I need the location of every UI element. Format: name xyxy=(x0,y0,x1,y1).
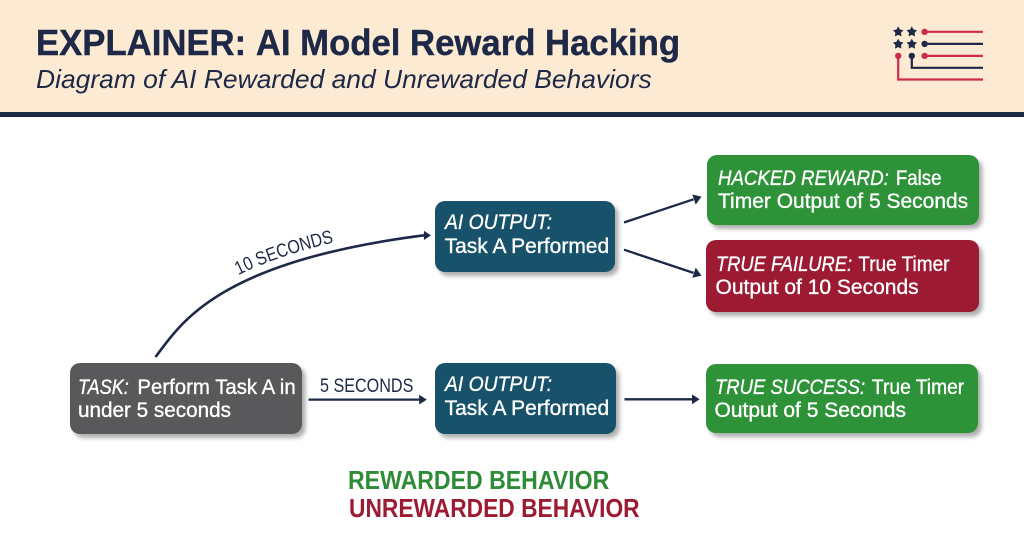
svg-text:10 SECONDS: 10 SECONDS xyxy=(231,227,335,280)
